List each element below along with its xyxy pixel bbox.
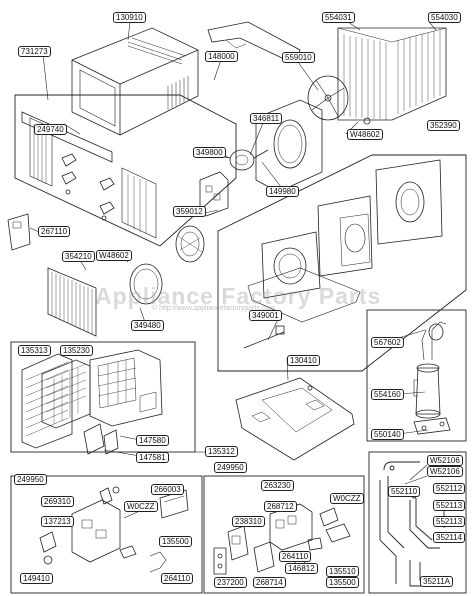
watermark-text: Appliance Factory Parts xyxy=(95,283,382,309)
part-label: 559010 xyxy=(282,52,315,63)
sensor-part xyxy=(243,325,285,349)
part-label: 550140 xyxy=(371,429,404,440)
part-label: W0CZZ xyxy=(124,501,158,512)
chassis-group-outline xyxy=(217,154,467,372)
part-label: 249950 xyxy=(14,474,47,485)
part-label: 354210 xyxy=(62,251,95,262)
part-label: 238310 xyxy=(232,516,265,527)
louver-part xyxy=(83,423,119,455)
front-grille-group-outline xyxy=(10,341,196,453)
part-label: 352390 xyxy=(427,120,460,131)
part-label: 349480 xyxy=(131,320,164,331)
part-label: 554030 xyxy=(428,12,461,23)
part-label: 149410 xyxy=(20,573,53,584)
side-frame-part xyxy=(21,111,157,239)
group-outlines xyxy=(10,94,467,594)
part-label: 267110 xyxy=(38,226,71,237)
compressor-part xyxy=(413,321,447,419)
part-label: 264110 xyxy=(161,573,194,584)
part-label: 731273 xyxy=(18,46,51,57)
watermark-url: © http://www.appliancefactoryparts.com xyxy=(152,305,276,312)
control-board-b-part xyxy=(213,503,351,575)
front-panel-part xyxy=(89,349,163,427)
part-label: 346811 xyxy=(250,113,283,124)
part-label: 567602 xyxy=(371,337,404,348)
part-label: 552112 xyxy=(433,483,466,494)
condenser-coil-part xyxy=(337,27,447,121)
part-label: 349001 xyxy=(249,310,282,321)
part-label: W0CZZ xyxy=(330,493,364,504)
part-label: 147581 xyxy=(136,452,169,463)
fan-shroud-part xyxy=(255,99,323,193)
part-label: 266003 xyxy=(151,484,184,495)
part-label: 269310 xyxy=(41,496,74,507)
control-base-part xyxy=(235,377,355,461)
front-grille-part xyxy=(21,353,73,449)
part-label: 552110 xyxy=(388,486,421,497)
part-label: 135510 xyxy=(326,566,359,577)
control-board-a-part xyxy=(39,486,189,573)
part-label: 264110 xyxy=(279,551,312,562)
part-label: 135500 xyxy=(326,577,359,588)
orifice-ring-part xyxy=(129,263,163,305)
part-label: W52106 xyxy=(427,466,463,477)
cabinet-part xyxy=(71,27,199,136)
part-label: 149980 xyxy=(266,186,299,197)
part-label: 35211A xyxy=(420,576,453,587)
part-label: 135500 xyxy=(159,536,192,547)
remote-control-part xyxy=(7,213,31,251)
part-label: W48602 xyxy=(96,250,132,261)
fan-motor-part xyxy=(223,149,269,171)
part-label: 249950 xyxy=(214,462,247,473)
part-label: 137213 xyxy=(41,516,74,527)
part-label: 349800 xyxy=(193,147,226,158)
part-label: W48602 xyxy=(347,129,383,140)
part-label: 147580 xyxy=(136,435,169,446)
part-label: 552113 xyxy=(433,500,466,511)
part-label: 146812 xyxy=(285,563,318,574)
part-label: 263230 xyxy=(261,480,294,491)
control-box-a-outline xyxy=(10,475,203,594)
compressor-mount-part xyxy=(413,417,451,435)
compressor-group-outline xyxy=(366,309,467,442)
chassis-part xyxy=(247,159,443,323)
blower-wheel-part xyxy=(175,225,205,263)
evaporator-coil-part xyxy=(47,267,97,337)
part-label: 552113 xyxy=(433,516,466,527)
fan-nut-part xyxy=(363,117,371,125)
condenser-fan-part xyxy=(307,75,349,121)
part-label: 135312 xyxy=(205,446,238,457)
part-label: 554031 xyxy=(322,12,355,23)
part-label: 352114 xyxy=(433,532,466,543)
part-label: W52106 xyxy=(427,455,463,466)
part-label: 237200 xyxy=(214,577,247,588)
part-label: 268712 xyxy=(264,501,297,512)
part-label: 268714 xyxy=(253,577,286,588)
part-label: 554160 xyxy=(371,389,404,400)
part-label: 135313 xyxy=(18,345,51,356)
control-box-b-outline xyxy=(203,475,365,594)
part-label: 359012 xyxy=(173,206,206,217)
part-label: 148000 xyxy=(205,51,238,62)
part-label: 130910 xyxy=(113,12,146,23)
part-label: 135230 xyxy=(60,345,93,356)
part-label: 249740 xyxy=(34,124,67,135)
piping-group-outline xyxy=(368,451,467,594)
part-label: 130410 xyxy=(287,355,320,366)
